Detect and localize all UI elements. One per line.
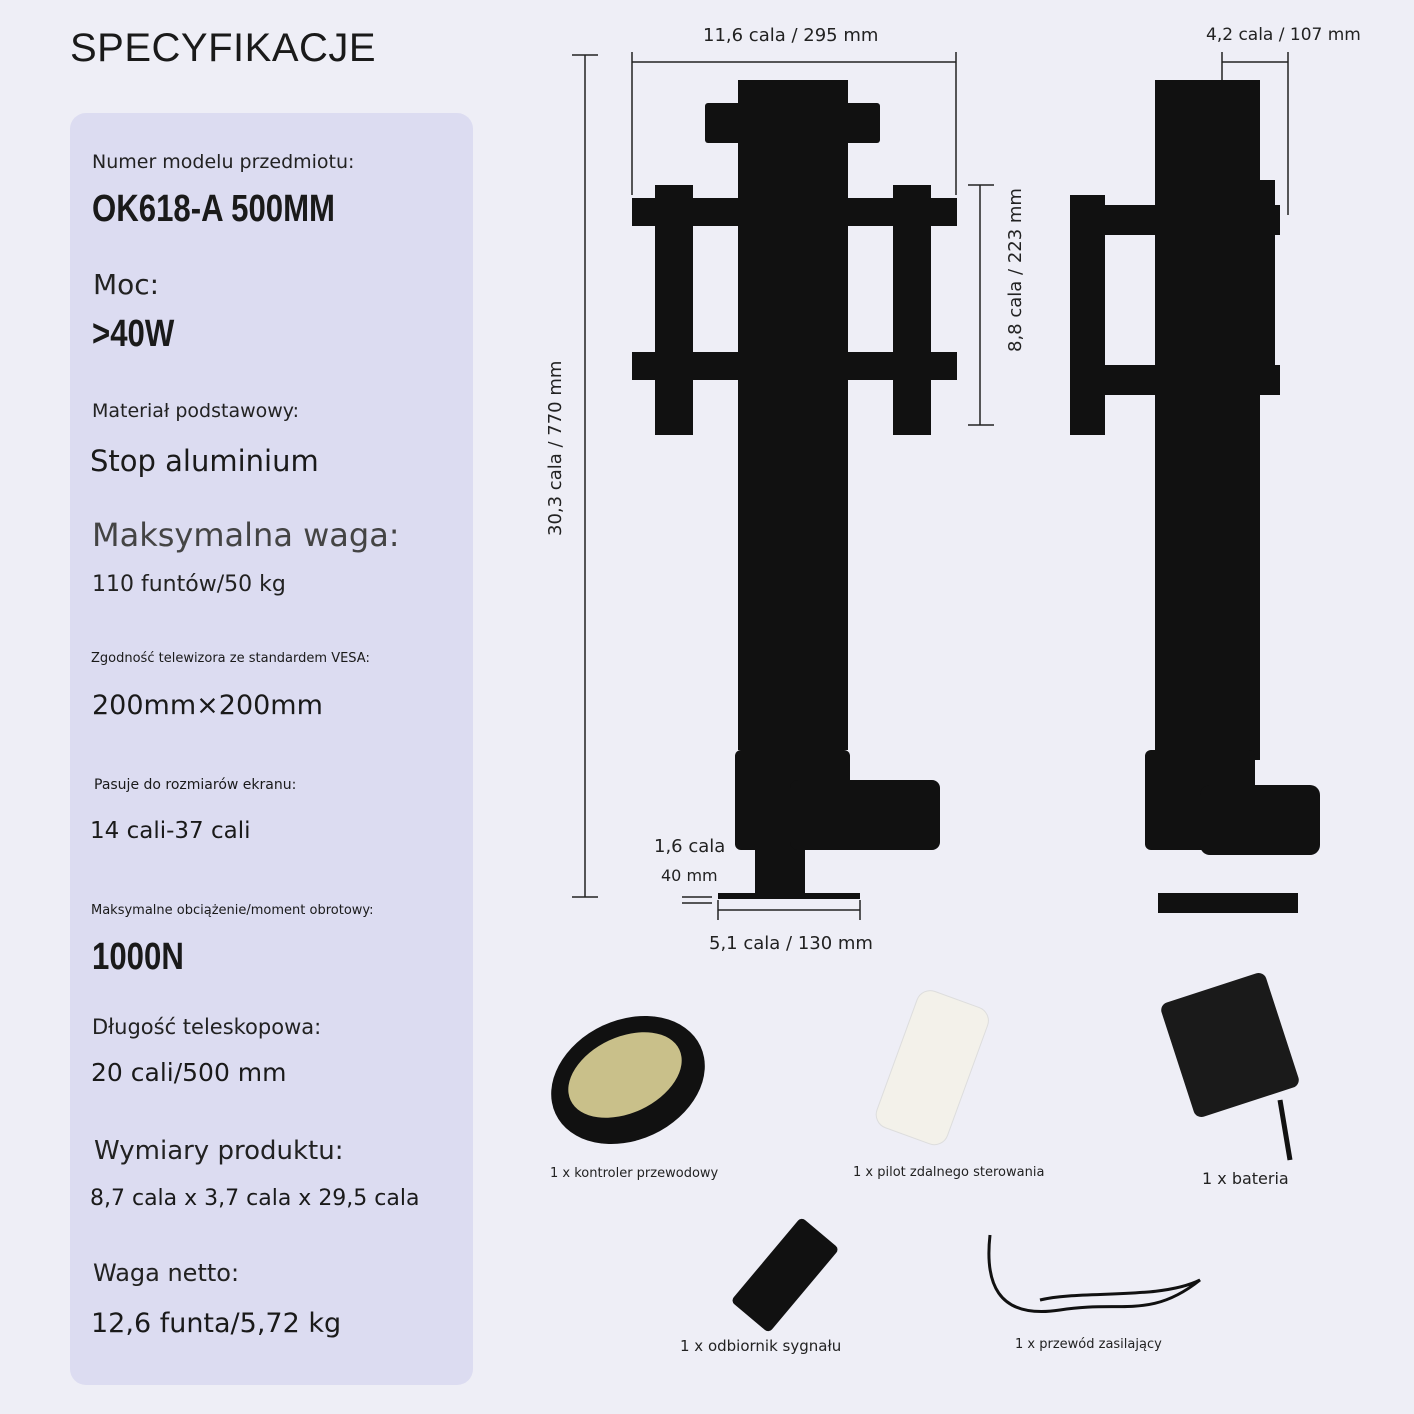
- spec-label-vesa: Zgodność telewizora ze standardem VESA:: [91, 651, 370, 666]
- spec-label-net-weight: Waga netto:: [93, 1259, 240, 1287]
- dimension-lines: [572, 52, 1289, 920]
- accessory-label: 1 x odbiornik sygnału: [680, 1337, 842, 1355]
- spec-value-vesa: 200mm×200mm: [92, 690, 323, 721]
- spec-value-telescopic: 20 cali/500 mm: [91, 1058, 287, 1087]
- accessory-label: 1 x bateria: [1202, 1169, 1289, 1188]
- accessory-wired-controller: [551, 1015, 705, 1145]
- accessory-battery: [1161, 973, 1299, 1161]
- dim-base-thickness-mm: 40 mm: [661, 866, 718, 885]
- dim-depth: 4,2 cala / 107 mm: [1206, 25, 1361, 45]
- spec-panel: [70, 113, 473, 1385]
- spec-label-material: Materiał podstawowy:: [92, 400, 300, 422]
- spec-value-model: OK618-A 500MM: [92, 188, 336, 230]
- accessory-remote: [875, 990, 989, 1146]
- dim-base-width: 5,1 cala / 130 mm: [709, 933, 873, 954]
- spec-label-max-weight: Maksymalna waga:: [92, 516, 400, 554]
- dim-width: 11,6 cala / 295 mm: [703, 25, 879, 46]
- spec-value-net-weight: 12,6 funta/5,72 kg: [91, 1308, 342, 1339]
- spec-value-max-weight: 110 funtów/50 kg: [92, 572, 286, 597]
- spec-label-screen: Pasuje do rozmiarów ekranu:: [94, 777, 297, 793]
- spec-label-torque: Maksymalne obciążenie/moment obrotowy:: [91, 903, 374, 918]
- spec-value-torque: 1000N: [92, 936, 184, 978]
- accessory-power-cord: [987, 1234, 1201, 1313]
- dim-bracket: 8,8 cala / 223 mm: [1005, 188, 1026, 352]
- accessory-label: 1 x kontroler przewodowy: [550, 1166, 719, 1181]
- dim-height: 30,3 cala / 770 mm: [545, 360, 566, 536]
- page-title: SPECYFIKACJE: [70, 26, 377, 70]
- tv-lift-side: [1070, 80, 1320, 913]
- spec-label-model: Numer modelu przedmiotu:: [92, 151, 355, 173]
- accessory-receiver: [732, 1218, 838, 1332]
- spec-value-material: Stop aluminium: [90, 444, 319, 478]
- spec-label-telescopic: Długość teleskopowa:: [92, 1015, 322, 1039]
- accessory-label: 1 x pilot zdalnego sterowania: [853, 1165, 1045, 1180]
- spec-value-power: >40W: [92, 313, 175, 355]
- spec-label-dimensions: Wymiary produktu:: [94, 1136, 344, 1166]
- spec-value-screen: 14 cali-37 cali: [90, 818, 251, 844]
- spec-value-dimensions: 8,7 cala x 3,7 cala x 29,5 cala: [90, 1186, 420, 1211]
- dim-base-thickness-in: 1,6 cala: [654, 836, 726, 857]
- accessory-label: 1 x przewód zasilający: [1015, 1337, 1162, 1352]
- spec-label-power: Moc:: [93, 268, 160, 301]
- tv-lift-front: [632, 80, 957, 899]
